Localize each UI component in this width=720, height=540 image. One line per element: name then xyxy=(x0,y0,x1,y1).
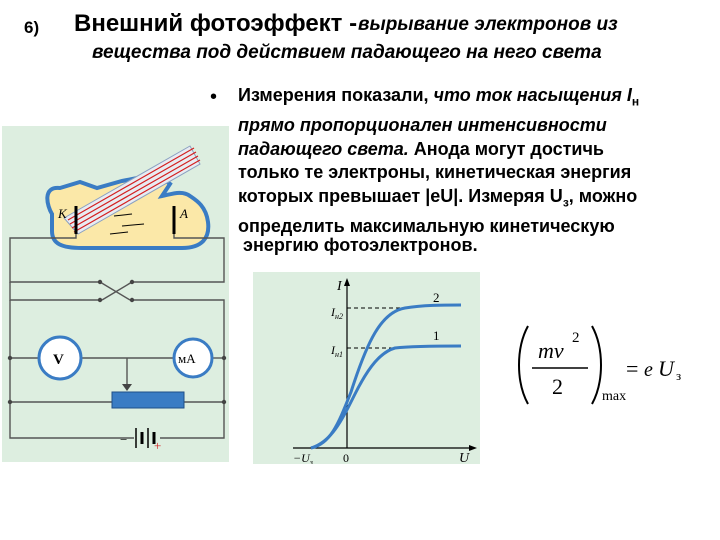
slide-title: Внешний фотоэффект - xyxy=(74,10,358,37)
slide-title-continuation: вырывание электронов из xyxy=(358,14,618,35)
formula-left-paren xyxy=(518,325,529,405)
para-sub-n: н xyxy=(631,94,640,109)
formula-U: U xyxy=(658,356,676,381)
iv-graph: I U 0 −Uз Iн2 Iн1 2 1 xyxy=(293,278,477,467)
voltmeter xyxy=(37,335,83,381)
voltmeter-label: V xyxy=(53,352,64,368)
rheostat-slider xyxy=(122,384,132,391)
formula-numerator: mv xyxy=(538,338,564,363)
para-line-3b: Анода могут достичь xyxy=(408,138,604,159)
formula-equals: = xyxy=(626,356,638,381)
battery-minus: − xyxy=(120,432,127,447)
wire-junctions xyxy=(7,279,227,405)
saturation-current-2-label: Iн2 xyxy=(330,305,343,321)
para-line-3a: падающего света. xyxy=(238,138,409,159)
bullet-paragraph: Измерения показали, что ток насыщения Iн… xyxy=(238,84,708,238)
light-beam xyxy=(63,145,201,235)
para-line-1a: Измерения показали, xyxy=(238,85,434,105)
para-sub-z: з xyxy=(562,195,569,210)
y-axis-label: I xyxy=(336,279,343,294)
formula-denominator: 2 xyxy=(552,374,563,399)
curve-1-label: 1 xyxy=(433,328,440,343)
y-axis-arrow xyxy=(344,278,350,286)
para-line-6: определить максимальную кинетическую xyxy=(238,215,615,236)
para-line-5b: , можно xyxy=(568,185,638,206)
circuit-wires xyxy=(9,234,225,439)
para-line-2: прямо пропорционален интенсивности xyxy=(238,115,607,136)
circuit-diagram-panel: K A V xyxy=(2,126,229,462)
rheostat xyxy=(111,391,185,409)
anode-label: A xyxy=(179,206,188,221)
einstein-formula: mv 2 2 max = e U з xyxy=(518,325,681,405)
battery xyxy=(135,428,156,448)
x-axis-label: U xyxy=(459,451,470,464)
para-line-4: только те электроны, кинетическая энерги… xyxy=(238,162,632,183)
iv-graph-panel: I U 0 −Uз Iн2 Iн1 2 1 xyxy=(253,272,480,467)
para-line-5a: которых превышает |eU|. Измеряя U xyxy=(238,185,563,206)
milliammeter-label: мА xyxy=(178,351,196,366)
photocell-tube xyxy=(45,171,211,250)
curve-2-label: 2 xyxy=(433,290,440,305)
milliammeter xyxy=(172,337,214,379)
formula-right-paren xyxy=(591,325,602,405)
formula-power: 2 xyxy=(572,330,580,346)
cathode-label: K xyxy=(57,206,68,221)
origin-label: 0 xyxy=(343,451,349,464)
electron-arrows xyxy=(109,213,145,235)
saturation-guides xyxy=(347,307,405,349)
circuit-diagram: K A V xyxy=(7,145,227,453)
x-axis-arrow xyxy=(469,445,477,451)
formula-max: max xyxy=(602,389,626,404)
saturation-current-1-label: Iн1 xyxy=(330,343,343,359)
stopping-voltage-label: −Uз xyxy=(293,451,313,464)
graph-axes xyxy=(293,282,473,449)
bullet-marker: • xyxy=(210,86,218,108)
para-line-1b: что ток насыщения I xyxy=(433,85,632,105)
para-line-7: энергию фотоэлектронов. xyxy=(243,235,478,255)
formula-sub-z: з xyxy=(676,368,681,383)
curve-2 xyxy=(310,303,462,450)
formula-e: e xyxy=(644,359,653,381)
curve-1 xyxy=(310,344,462,450)
slide-title-line-2: вещества под действием падающего на него… xyxy=(92,42,602,63)
slide-number: 6) xyxy=(24,18,40,37)
battery-plus: + xyxy=(154,438,161,453)
